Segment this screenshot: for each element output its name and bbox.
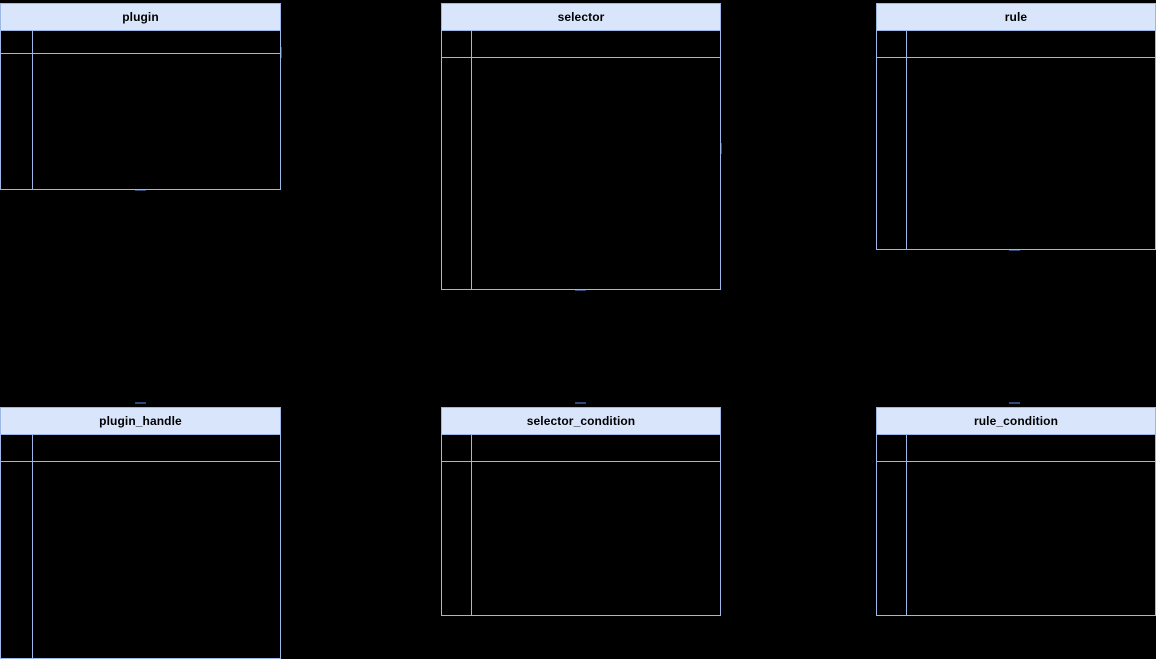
relationship-endpoint bbox=[720, 143, 722, 154]
primary-key-row-divider bbox=[1, 53, 280, 54]
entity-field-row[interactable] bbox=[877, 574, 1155, 592]
primary-key-row-divider bbox=[442, 461, 720, 462]
relationship-endpoint bbox=[1009, 402, 1020, 404]
entity-field-row[interactable] bbox=[1, 166, 280, 184]
entity-field-row[interactable] bbox=[877, 82, 1155, 100]
entity-table-rule_condition[interactable]: rule_condition bbox=[876, 407, 1156, 616]
entity-table-plugin[interactable]: plugin bbox=[0, 3, 281, 190]
relationship-connector bbox=[140, 190, 141, 404]
entity-field-row[interactable] bbox=[877, 170, 1155, 188]
entity-field-row[interactable] bbox=[1, 596, 280, 614]
entity-field-row[interactable] bbox=[877, 34, 1155, 52]
entity-field-row[interactable] bbox=[877, 596, 1155, 614]
key-column-divider bbox=[471, 31, 472, 289]
entity-field-row[interactable] bbox=[877, 530, 1155, 548]
entity-field-row[interactable] bbox=[442, 574, 720, 592]
entity-field-row[interactable] bbox=[442, 82, 720, 100]
entity-field-row[interactable] bbox=[1, 34, 280, 52]
entity-field-row[interactable] bbox=[1, 438, 280, 456]
entity-table-selector_condition[interactable]: selector_condition bbox=[441, 407, 721, 616]
entity-field-list bbox=[1, 435, 280, 658]
entity-table-selector[interactable]: selector bbox=[441, 3, 721, 290]
key-column-divider bbox=[32, 435, 33, 658]
relationship-endpoint bbox=[135, 189, 146, 191]
entity-table-plugin_handle[interactable]: plugin_handle bbox=[0, 407, 281, 659]
entity-field-row[interactable] bbox=[442, 596, 720, 614]
entity-field-row[interactable] bbox=[1, 56, 280, 74]
relationship-endpoint bbox=[1009, 249, 1020, 251]
entity-title: plugin_handle bbox=[1, 408, 280, 435]
entity-title: selector_condition bbox=[442, 408, 720, 435]
entity-field-row[interactable] bbox=[1, 618, 280, 636]
relationship-connector bbox=[721, 148, 876, 149]
entity-field-row[interactable] bbox=[877, 60, 1155, 78]
entity-field-row[interactable] bbox=[877, 104, 1155, 122]
entity-field-row[interactable] bbox=[442, 126, 720, 144]
entity-field-list bbox=[442, 435, 720, 615]
relationship-connector bbox=[580, 290, 581, 404]
entity-field-row[interactable] bbox=[877, 464, 1155, 482]
entity-field-row[interactable] bbox=[442, 34, 720, 52]
entity-field-row[interactable] bbox=[442, 552, 720, 570]
entity-field-row[interactable] bbox=[1, 122, 280, 140]
entity-field-row[interactable] bbox=[1, 508, 280, 526]
entity-field-row[interactable] bbox=[442, 486, 720, 504]
relationship-endpoint bbox=[575, 289, 586, 291]
entity-field-row[interactable] bbox=[442, 236, 720, 254]
entity-field-row[interactable] bbox=[1, 144, 280, 162]
entity-field-row[interactable] bbox=[877, 552, 1155, 570]
entity-field-row[interactable] bbox=[442, 192, 720, 210]
entity-field-row[interactable] bbox=[1, 574, 280, 592]
key-column-divider bbox=[906, 435, 907, 615]
entity-field-row[interactable] bbox=[877, 486, 1155, 504]
relationship-endpoint bbox=[135, 402, 146, 404]
entity-field-row[interactable] bbox=[877, 192, 1155, 210]
entity-field-row[interactable] bbox=[877, 148, 1155, 166]
entity-field-row[interactable] bbox=[442, 464, 720, 482]
entity-field-row[interactable] bbox=[877, 438, 1155, 456]
entity-title: selector bbox=[442, 4, 720, 31]
entity-field-list bbox=[877, 31, 1155, 249]
primary-key-row-divider bbox=[877, 57, 1155, 58]
relationship-endpoint bbox=[575, 402, 586, 404]
entity-field-row[interactable] bbox=[877, 508, 1155, 526]
key-column-divider bbox=[906, 31, 907, 249]
entity-field-list bbox=[442, 31, 720, 289]
primary-key-row-divider bbox=[877, 461, 1155, 462]
entity-field-row[interactable] bbox=[1, 530, 280, 548]
entity-field-row[interactable] bbox=[442, 258, 720, 276]
key-column-divider bbox=[471, 435, 472, 615]
entity-field-row[interactable] bbox=[1, 78, 280, 96]
entity-field-row[interactable] bbox=[1, 486, 280, 504]
relationship-connector bbox=[281, 52, 441, 56]
entity-field-row[interactable] bbox=[442, 60, 720, 78]
entity-title: rule_condition bbox=[877, 408, 1155, 435]
entity-field-row[interactable] bbox=[1, 552, 280, 570]
entity-title: rule bbox=[877, 4, 1155, 31]
entity-field-row[interactable] bbox=[442, 170, 720, 188]
entity-field-row[interactable] bbox=[442, 438, 720, 456]
entity-field-row[interactable] bbox=[442, 104, 720, 122]
entity-field-list bbox=[877, 435, 1155, 615]
entity-field-row[interactable] bbox=[1, 100, 280, 118]
key-column-divider bbox=[32, 31, 33, 189]
entity-table-rule[interactable]: rule bbox=[876, 3, 1156, 250]
entity-field-row[interactable] bbox=[442, 214, 720, 232]
entity-field-list bbox=[1, 31, 280, 189]
entity-field-row[interactable] bbox=[442, 530, 720, 548]
entity-field-row[interactable] bbox=[442, 148, 720, 166]
primary-key-row-divider bbox=[442, 57, 720, 58]
relationship-endpoint bbox=[280, 47, 282, 58]
primary-key-row-divider bbox=[1, 461, 280, 462]
entity-field-row[interactable] bbox=[442, 508, 720, 526]
entity-title: plugin bbox=[1, 4, 280, 31]
entity-field-row[interactable] bbox=[877, 214, 1155, 232]
relationship-connector bbox=[1014, 250, 1015, 404]
entity-field-row[interactable] bbox=[877, 126, 1155, 144]
entity-field-row[interactable] bbox=[1, 464, 280, 482]
